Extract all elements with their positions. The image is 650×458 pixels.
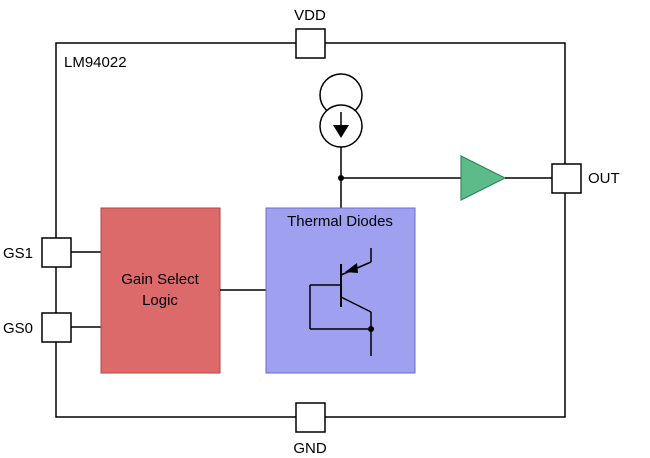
chip-name: LM94022 [64,54,127,71]
vdd-label: VDD [294,7,326,24]
out-label: OUT [588,170,620,187]
amplifier-icon [460,155,507,201]
transistor-icon [309,248,374,356]
current-arrow-icon [333,125,349,138]
gs1-pin [41,237,72,268]
gain-select-line2: Logic [142,292,178,309]
gnd-pin [295,402,326,433]
vdd-pin [295,28,326,59]
out-pin [551,163,582,194]
gs1-label: GS1 [3,245,33,262]
gs0-label: GS0 [3,320,33,337]
thermal-diodes-label: Thermal Diodes [287,213,393,230]
gnd-label: GND [293,440,327,457]
gs0-pin [41,312,72,343]
gain-select-line1: Gain Select [121,271,199,288]
gain-select-block [100,207,221,374]
